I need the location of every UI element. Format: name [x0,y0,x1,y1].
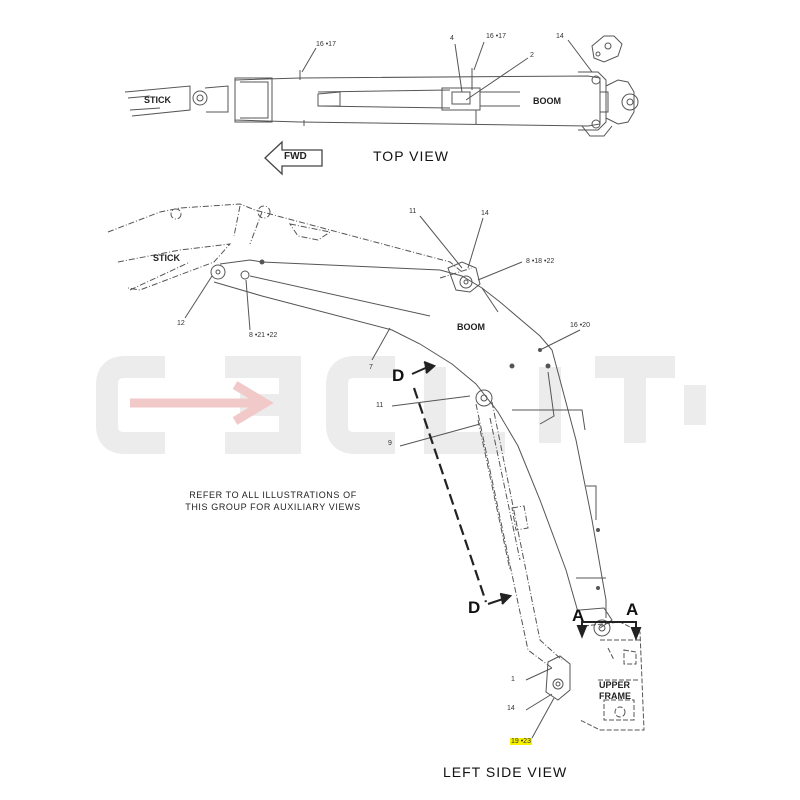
callout-side-11-mid: 11 [376,402,384,409]
top-view-part-14 [591,35,623,63]
callout-side-19-23: 19 •23 [510,738,532,745]
callout-side-12: 12 [177,320,185,327]
reference-note: REFER TO ALL ILLUSTRATIONS OF THIS GROUP… [178,489,368,513]
watermark-logo [96,356,706,454]
callout-top-4: 4 [450,35,454,42]
section-d-label-top: D [392,366,405,385]
side-view-stick [107,203,473,291]
callout-side-8-18-22: 8 •18 •22 [526,258,555,265]
section-a-label-left: A [572,606,585,625]
reference-note-line2: THIS GROUP FOR AUXILIARY VIEWS [185,502,361,512]
side-boom-label: BOOM [457,322,485,332]
section-a-label-right: A [626,600,639,619]
callout-top-16-17b: 16 •17 [486,33,506,40]
top-stick-label: STICK [144,95,171,105]
callout-side-16-20: 16 •20 [570,322,590,329]
callout-side-19-23-text: 19 •23 [510,738,532,745]
upper-frame-label-2: FRAME [599,691,631,701]
section-line-d [411,360,513,605]
top-view-stick [124,85,229,117]
top-view-boom [234,68,639,137]
callout-side-14-top: 14 [481,210,489,217]
callout-top-14: 14 [556,33,564,40]
callout-side-1: 1 [511,676,515,683]
callout-side-14-bot: 14 [507,705,515,712]
side-view-cylinder [475,401,563,669]
callout-side-9: 9 [388,440,392,447]
side-view-boom [210,259,613,637]
callout-top-2: 2 [530,52,534,59]
top-view-title: TOP VIEW [373,148,449,164]
top-boom-label: BOOM [533,96,561,106]
side-view-upper-frame [579,621,645,731]
section-line-a [576,621,642,641]
left-side-view-title: LEFT SIDE VIEW [443,764,568,780]
callout-side-7: 7 [369,364,373,371]
side-stick-label: STICK [153,253,180,263]
section-d-label-bottom: D [468,598,481,617]
callout-top-16-17: 16 •17 [316,41,336,48]
reference-note-line1: REFER TO ALL ILLUSTRATIONS OF [189,490,357,500]
callout-side-8-21-22: 8 •21 •22 [249,332,278,339]
upper-frame-label-1: UPPER [599,680,631,690]
side-view-lower-pin [545,655,571,701]
callout-side-11-top: 11 [409,208,417,215]
fwd-arrow-shape [264,140,323,176]
fwd-arrow-label: FWD [284,151,307,162]
